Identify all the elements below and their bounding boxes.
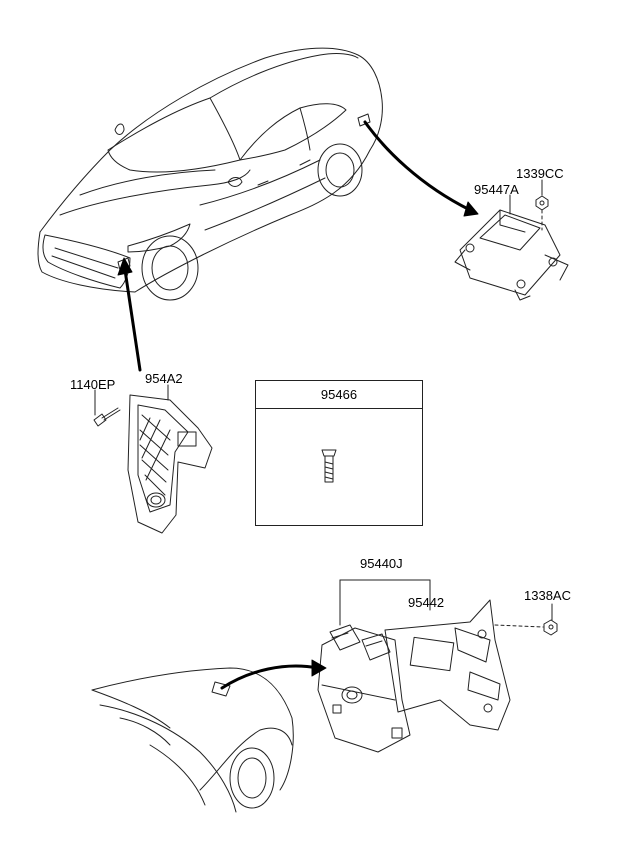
arrow-to-ecu xyxy=(220,664,320,690)
vehicle-illustration xyxy=(37,47,383,301)
label-ecu-bracket: 95442 xyxy=(408,595,445,610)
label-airbag-nut: 1339CC xyxy=(516,166,564,181)
detail-box-label: 95466 xyxy=(256,381,422,409)
label-front-bolt: 1140EP xyxy=(70,377,116,392)
label-front-sensor: 954A2 xyxy=(145,371,183,386)
engine-control-unit xyxy=(317,624,411,753)
label-airbag-module: 95447A xyxy=(474,182,519,197)
label-ecu-assembly: 95440J xyxy=(360,556,403,571)
vehicle-hood-illustration xyxy=(91,667,294,813)
nut-1339cc xyxy=(535,195,549,211)
bolt-1140ep xyxy=(93,407,121,427)
label-ecu-nut: 1338AC xyxy=(524,588,571,603)
airbag-control-module xyxy=(454,209,569,301)
bolt-95466 xyxy=(321,449,337,483)
nut-1338ac xyxy=(543,619,558,636)
detail-box-95466: 95466 xyxy=(255,380,423,526)
arrow-to-airbag-module xyxy=(363,120,472,212)
arrow-to-front-sensor xyxy=(123,268,142,372)
ecu-bracket xyxy=(384,599,511,731)
front-sensor-bracket xyxy=(127,394,213,534)
